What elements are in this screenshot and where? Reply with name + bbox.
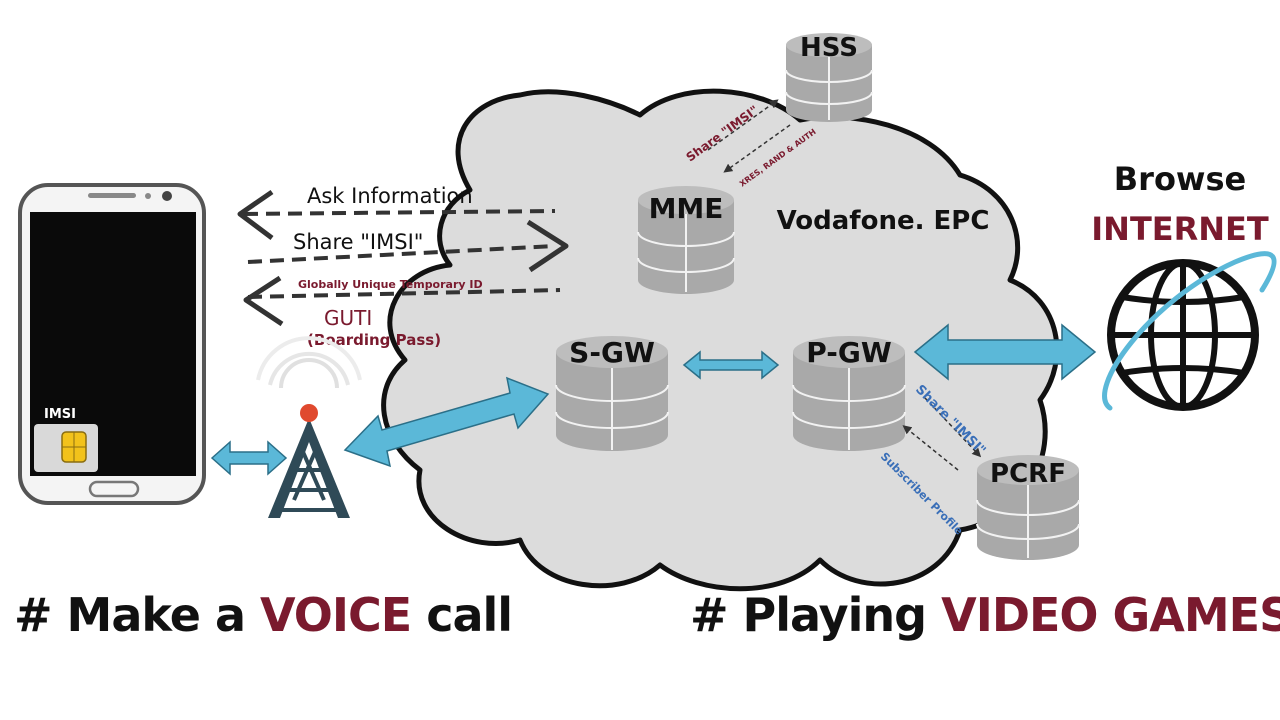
sgw-label: S-GW (569, 336, 655, 369)
epc-cloud (381, 88, 1060, 592)
tower-sgw-link-arrow (343, 376, 550, 468)
hss-database (785, 33, 873, 122)
mme-database (637, 186, 735, 294)
caption-games-prefix: # Playing (690, 588, 942, 642)
cell-tower-icon (256, 336, 362, 518)
message-guti-label: GUTI (324, 306, 372, 330)
message-guti-arrow (243, 275, 561, 327)
message-ask-arrow (237, 189, 556, 240)
caption-voice-accent: VOICE (260, 588, 412, 642)
caption-games-accent: VIDEO GAMES (941, 588, 1280, 642)
message-share-imsi-arrow (247, 219, 569, 273)
caption-voice-call: # Make a VOICE call (14, 588, 513, 642)
caption-voice-suffix: call (411, 588, 513, 642)
caption-video-games: # Playing VIDEO GAMES (690, 588, 1280, 642)
internet-label: INTERNET (1091, 210, 1269, 248)
mme-label: MME (649, 192, 724, 225)
message-ask-label: Ask Information (307, 184, 473, 208)
message-boarding-label: (Boarding Pass) (307, 331, 441, 349)
sgw-database (555, 336, 669, 451)
sgw-pgw-link-arrow (682, 350, 780, 380)
pgw-to-pcrf-arrow (924, 397, 982, 458)
message-share-imsi-label: Share "IMSI" (293, 230, 423, 254)
hss-label: HSS (800, 33, 858, 63)
hss-to-mme-arrow (723, 124, 791, 173)
phone-tower-link-arrow (210, 440, 288, 476)
globe-icon (1102, 251, 1277, 411)
epc-cloud-label: Vodafone. EPC (777, 206, 990, 236)
sim-label: IMSI (44, 407, 76, 422)
message-guti-full-label: Globally Unique Temporary ID (298, 278, 483, 291)
pgw-database (792, 336, 906, 451)
pcrf-database (976, 455, 1080, 560)
smartphone (18, 183, 206, 505)
internet-browse-label: Browse (1114, 160, 1246, 198)
pcrf-label: PCRF (990, 459, 1066, 489)
caption-voice-prefix: # Make a (14, 588, 260, 642)
pgw-label: P-GW (806, 336, 892, 369)
pgw-internet-link-arrow (913, 323, 1097, 381)
